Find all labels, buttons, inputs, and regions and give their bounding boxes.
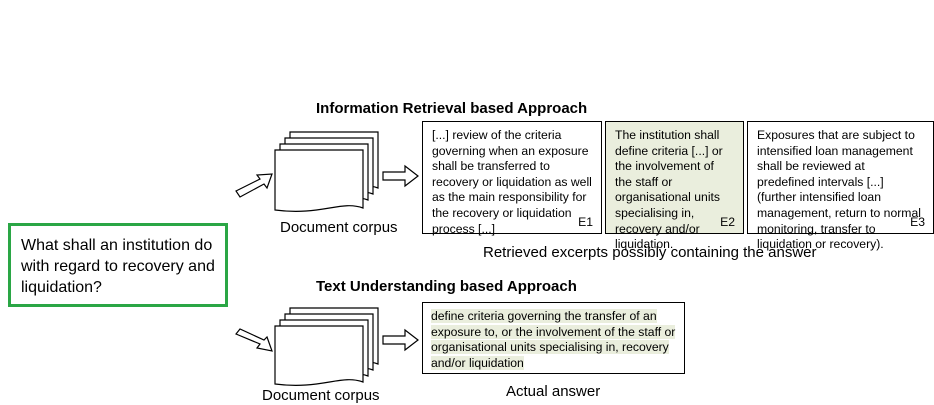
answer-text: define criteria governing the transfer o… xyxy=(431,309,676,370)
excerpt-text: The institution shall define criteria [.… xyxy=(615,128,723,252)
arrow-to-tu-corpus xyxy=(235,328,273,352)
excerpt-id: E2 xyxy=(720,215,735,230)
question-box: What shall an institution do with regard… xyxy=(8,223,228,307)
excerpt-box-e2: The institution shall define criteria [.… xyxy=(605,121,744,251)
arrow-to-answer xyxy=(382,328,419,352)
excerpts-caption: Retrieved excerpts possibly containing t… xyxy=(483,244,817,261)
arrow-to-ir-corpus xyxy=(235,173,273,198)
arrow-to-excerpts xyxy=(382,164,419,188)
tu-document-stack-icon xyxy=(274,307,379,386)
tu-approach-title: Text Understanding based Approach xyxy=(316,278,577,295)
tu-corpus-label: Document corpus xyxy=(262,387,380,404)
ir-document-stack-icon xyxy=(274,131,379,212)
answer-box: define criteria governing the transfer o… xyxy=(422,302,685,374)
excerpt-box-e1: [...] review of the criteria governing w… xyxy=(422,121,602,236)
excerpt-id: E3 xyxy=(910,215,925,230)
answer-caption: Actual answer xyxy=(506,383,601,400)
excerpt-id: E1 xyxy=(578,215,593,230)
excerpt-text: [...] review of the criteria governing w… xyxy=(432,128,592,236)
ir-corpus-label: Document corpus xyxy=(280,219,398,236)
excerpt-box-e3: Exposures that are subject to intensifie… xyxy=(747,121,934,251)
excerpt-text: Exposures that are subject to intensifie… xyxy=(757,128,921,252)
ir-approach-title: Information Retrieval based Approach xyxy=(316,100,588,117)
